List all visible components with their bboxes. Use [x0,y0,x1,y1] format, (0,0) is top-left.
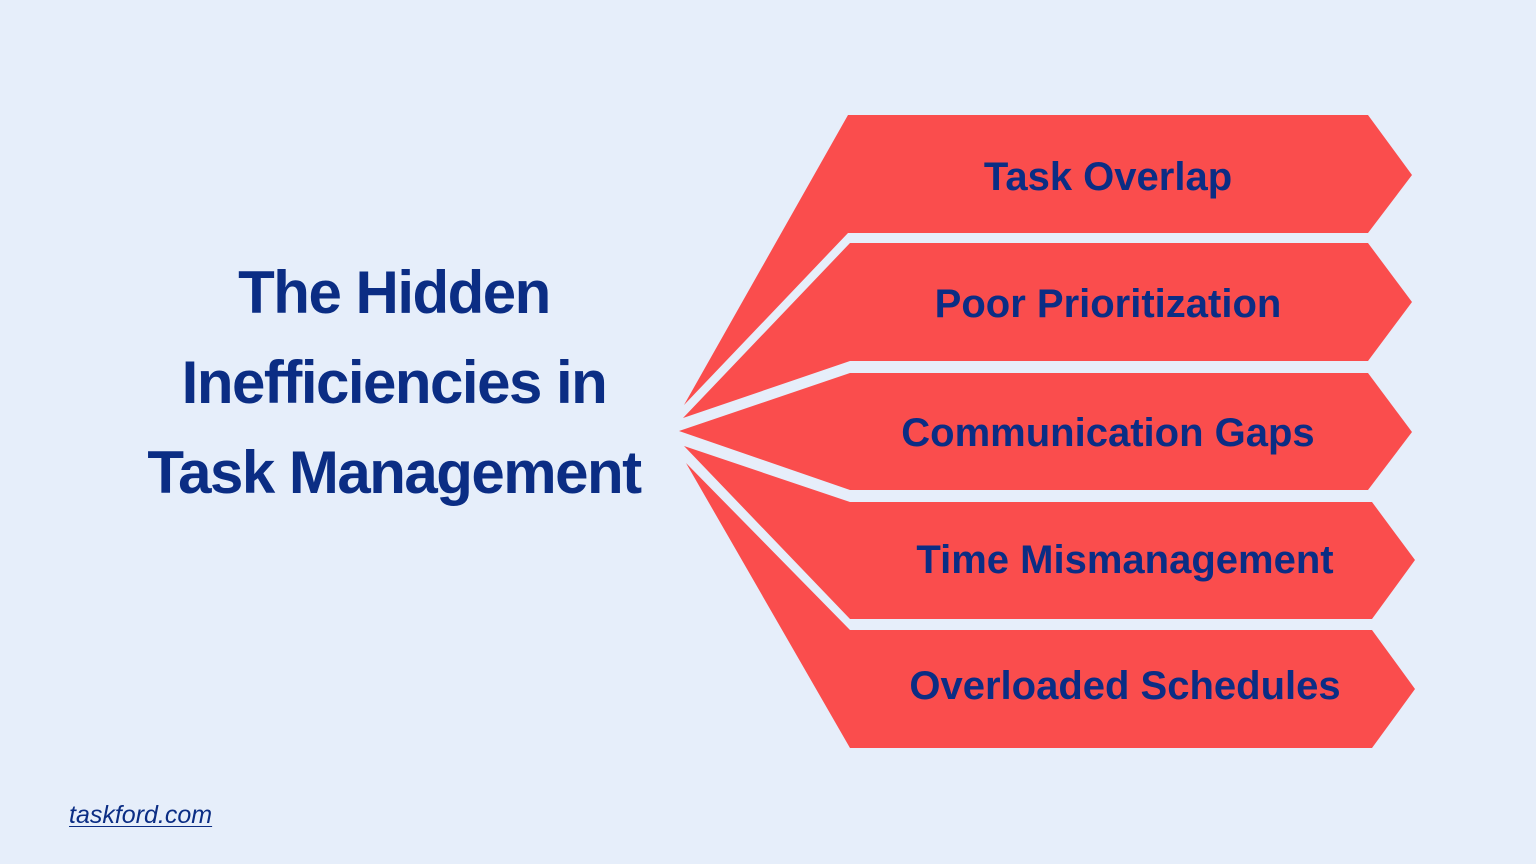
main-title: The Hidden Inefficiencies in Task Manage… [147,259,642,506]
arrow-label-5: Overloaded Schedules [909,664,1340,708]
arrow-shape-5 [686,463,1415,748]
arrow-label-4: Time Mismanagement [916,538,1333,582]
fan-arrow-4: Time Mismanagement [684,446,1415,619]
arrow-shape-2 [683,243,1412,418]
arrow-label-1: Task Overlap [984,155,1232,199]
arrow-shape-1 [684,115,1412,405]
arrow-shape-4 [684,446,1415,619]
arrow-label-3: Communication Gaps [901,411,1314,455]
fan-arrow-5: Overloaded Schedules [686,463,1415,748]
arrow-label-2: Poor Prioritization [935,282,1282,326]
fan-arrow-1: Task Overlap [684,115,1412,405]
fan-arrow-2: Poor Prioritization [683,243,1412,418]
fan-arrow-3: Communication Gaps [679,373,1412,490]
arrow-shape-3 [679,373,1412,490]
footer-link[interactable]: taskford.com [69,801,213,829]
